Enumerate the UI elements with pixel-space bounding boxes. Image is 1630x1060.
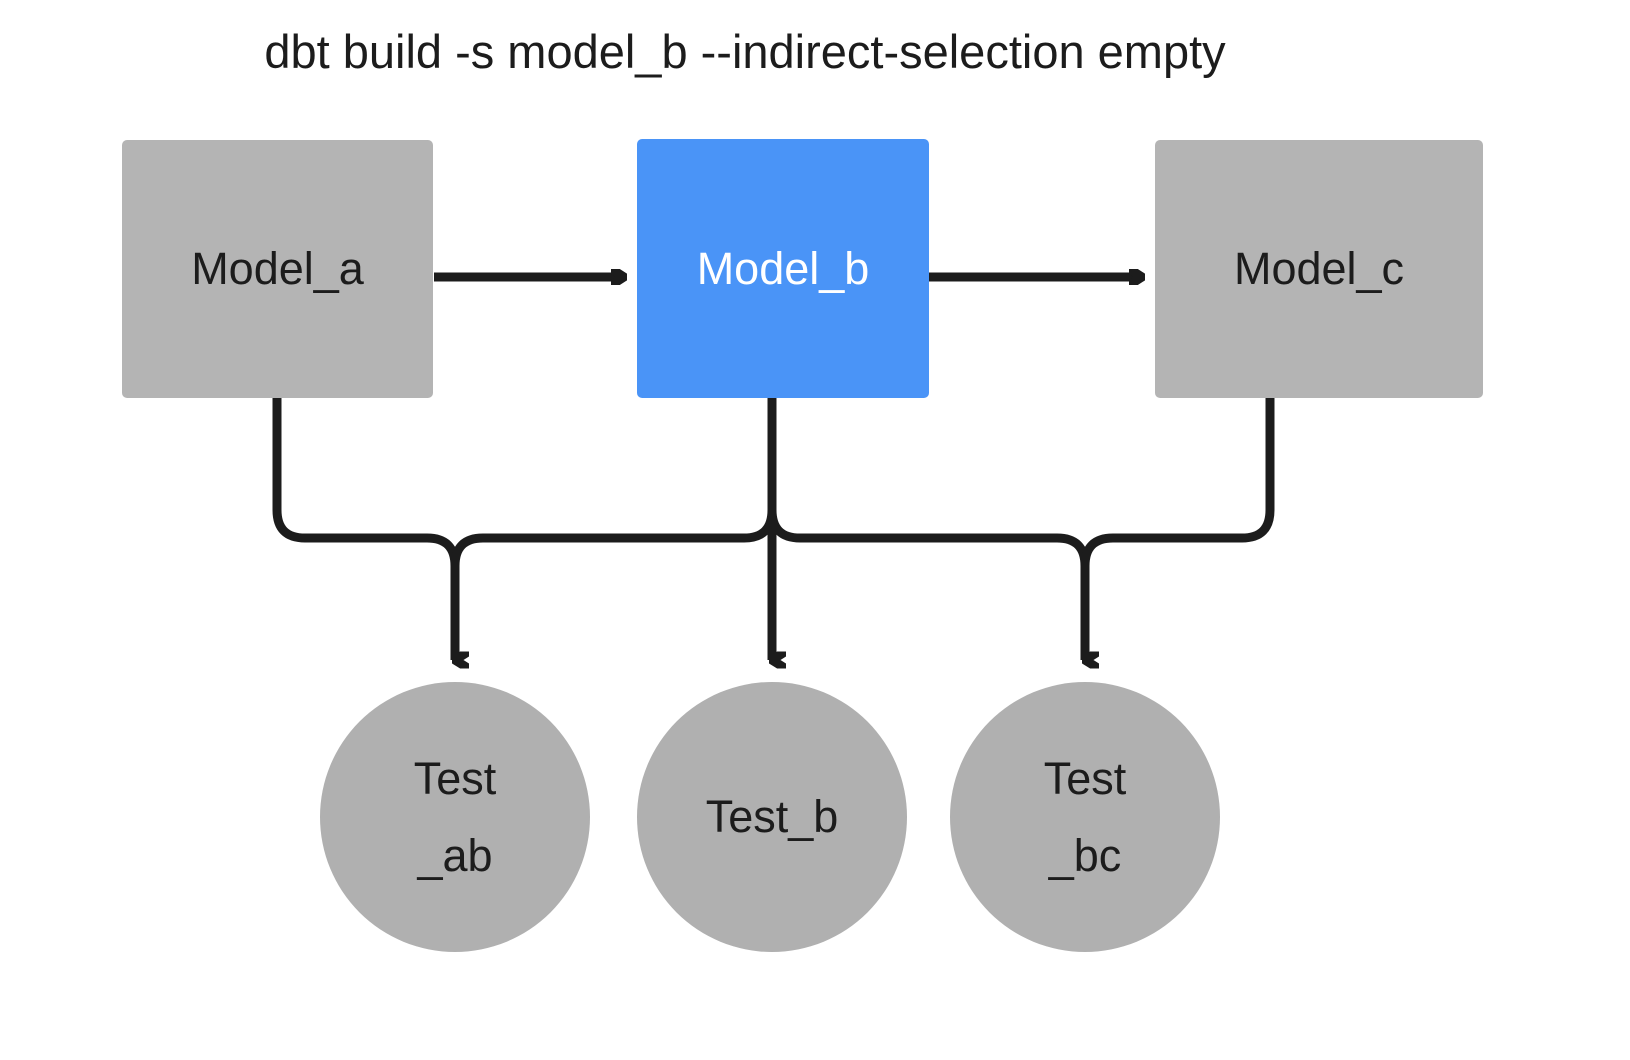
model-node-model-a[interactable]: Model_a: [122, 140, 433, 398]
edge-model-c-to-test-bc: [1080, 398, 1275, 660]
test-node-test-ab[interactable]: Test _ab: [320, 682, 590, 952]
test-bc-label-line2: _bc: [1048, 830, 1122, 881]
test-node-test-bc[interactable]: Test _bc: [950, 682, 1220, 952]
model-b-label: Model_b: [696, 242, 870, 294]
test-ab-label-line1: Test: [413, 752, 497, 804]
model-c-label: Model_c: [1233, 243, 1405, 295]
test-bc-label-line1: Test: [1043, 752, 1127, 804]
diagram-title: dbt build -s model_b --indirect-selectio…: [264, 25, 1226, 78]
edge-model-b-to-test-ab: [450, 398, 777, 660]
test-b-label-line1: Test_b: [705, 791, 839, 843]
model-a-label: Model_a: [191, 243, 364, 295]
edge-model-a-to-test-ab: [272, 398, 455, 660]
model-node-model-b[interactable]: Model_b: [637, 139, 929, 398]
test-ab-label-line2: _ab: [417, 830, 493, 881]
edge-model-b-to-test-bc: [767, 398, 1085, 660]
model-node-model-c[interactable]: Model_c: [1155, 140, 1483, 398]
test-node-test-b[interactable]: Test_b: [637, 682, 907, 952]
